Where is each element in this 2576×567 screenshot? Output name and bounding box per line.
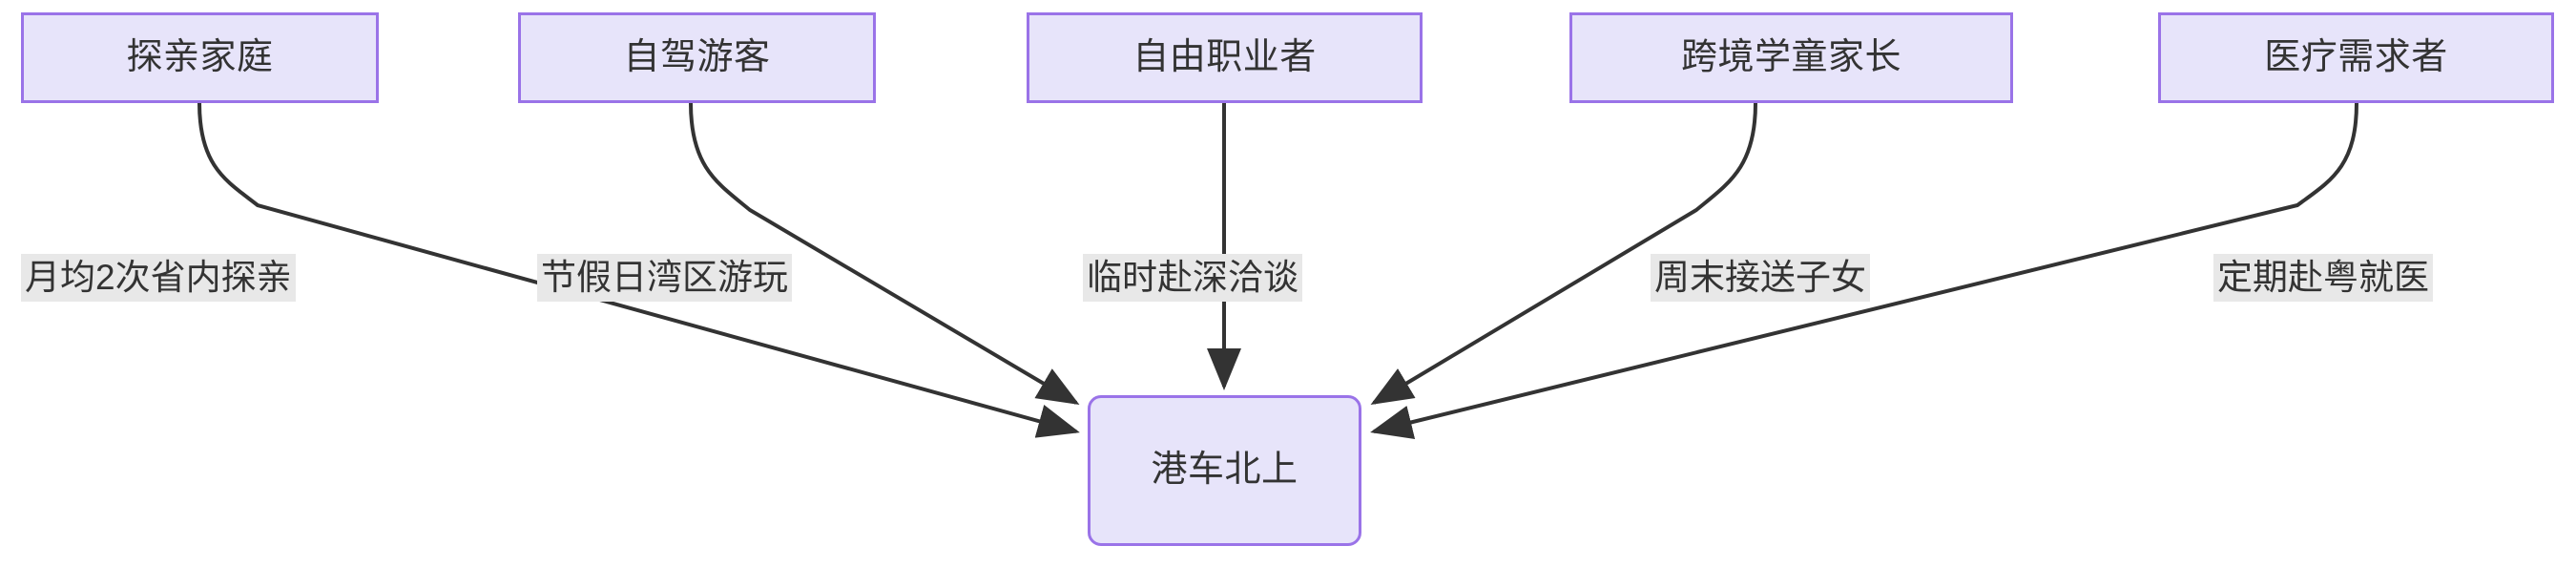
edge-label-text: 节假日湾区游玩: [541, 258, 788, 297]
edge-path-2: [689, 102, 1080, 406]
node-医疗需求者[interactable]: 医疗需求者: [2158, 12, 2554, 103]
node-label: 自驾游客: [623, 36, 771, 77]
edge-label-5: 定期赴粤就医: [2213, 254, 2433, 303]
node-label: 探亲家庭: [126, 36, 274, 77]
edge-label-1: 月均2次省内探亲: [21, 254, 296, 303]
node-跨境学童家长[interactable]: 跨境学童家长: [1569, 12, 2013, 103]
node-自驾游客[interactable]: 自驾游客: [518, 12, 876, 103]
edge-label-4: 周末接送子女: [1651, 254, 1870, 303]
edge-label-text: 周末接送子女: [1654, 258, 1866, 297]
node-label: 自由职业者: [1132, 36, 1317, 77]
node-自由职业者[interactable]: 自由职业者: [1027, 12, 1423, 103]
edge-label-text: 定期赴粤就医: [2217, 258, 2429, 297]
node-label: 港车北上: [1151, 450, 1298, 491]
edge-path-4: [1370, 102, 1757, 406]
edge-label-text: 临时赴深洽谈: [1087, 258, 1298, 297]
edge-label-3: 临时赴深洽谈: [1083, 254, 1302, 303]
edge-label-text: 月均2次省内探亲: [25, 258, 292, 297]
node-探亲家庭[interactable]: 探亲家庭: [21, 12, 379, 103]
node-港车北上[interactable]: 港车北上: [1088, 395, 1361, 546]
node-label: 跨境学童家长: [1680, 36, 1901, 77]
edge-label-2: 节假日湾区游玩: [537, 254, 792, 303]
node-label: 医疗需求者: [2264, 36, 2448, 77]
